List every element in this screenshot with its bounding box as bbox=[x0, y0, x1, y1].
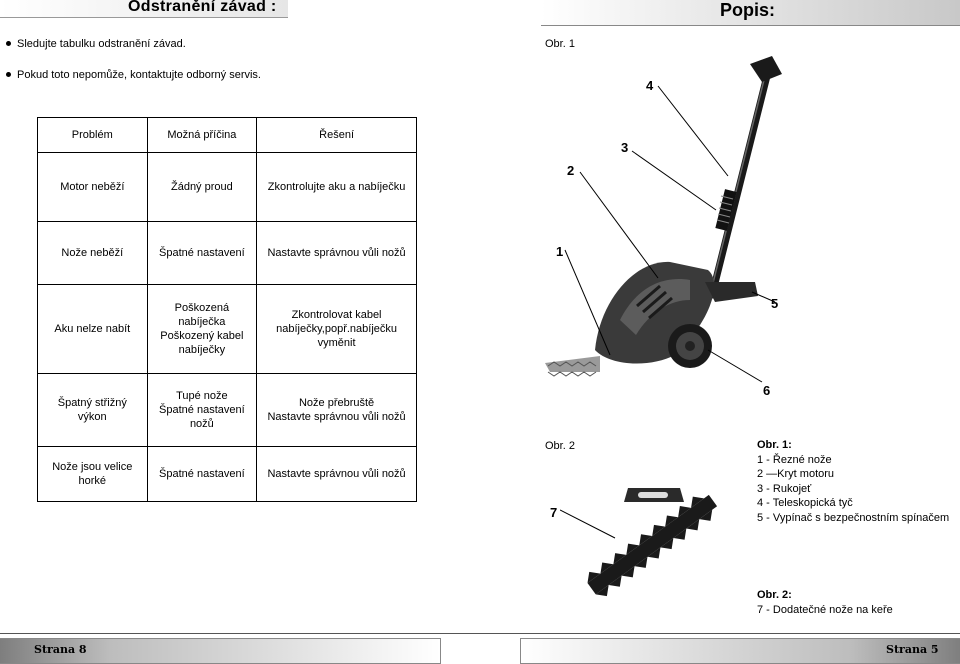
table-cell: Špatné nastavení bbox=[146, 221, 258, 285]
shrub-blade-illustration bbox=[560, 488, 718, 597]
legend-item: 1 - Řezné nože bbox=[757, 453, 832, 466]
legend-item: 7 - Dodatečné nože na keře bbox=[757, 603, 893, 616]
table-header-cell: Problém bbox=[37, 117, 148, 153]
table-cell: Nože jsou velice horké bbox=[37, 446, 148, 502]
table-cell: Špatný střižný výkon bbox=[37, 373, 148, 447]
callout-3: 3 bbox=[621, 140, 629, 155]
page-number-right: Strana 5 bbox=[886, 643, 939, 656]
table-cell: Motor neběží bbox=[37, 152, 148, 222]
legend-item: 3 - Rukojeť bbox=[757, 482, 812, 495]
table-row: Motor neběží Žádný proud Zkontrolujte ak… bbox=[37, 152, 417, 222]
legend-heading: Obr. 2: bbox=[757, 589, 792, 601]
page-title-left: Odstranění závad : bbox=[128, 0, 277, 15]
table-row: Špatný střižný výkon Tupé nože Špatné na… bbox=[37, 373, 417, 447]
left-header-bar bbox=[0, 0, 288, 18]
legend-item: 4 - Teleskopická tyč bbox=[757, 497, 853, 509]
legend-item: 5 - Vypínač s bezpečnostním spínačem bbox=[757, 511, 950, 524]
callout-2: 2 bbox=[567, 163, 575, 178]
table-cell: Nastavte správnou vůli nožů bbox=[256, 221, 417, 285]
bullet-item: Pokud toto nepomůže, kontaktujte odborný… bbox=[6, 69, 261, 81]
table-cell: Tupé nože Špatné nastavení nožů bbox=[146, 373, 258, 447]
table-row: Aku nelze nabít Poškozená nabíječka Pošk… bbox=[37, 284, 417, 374]
bullet-item: Sledujte tabulku odstranění závad. bbox=[6, 38, 186, 50]
troubleshooting-table: Problém Možná příčina Řešení Motor neběž… bbox=[37, 117, 417, 502]
table-cell: Žádný proud bbox=[146, 152, 258, 222]
table-cell: Nože neběží bbox=[37, 221, 148, 285]
table-row: Nože neběží Špatné nastavení Nastavte sp… bbox=[37, 221, 417, 285]
legend-figure-1: Obr. 1: 1 - Řezné nože 2 —Kryt motoru 3 … bbox=[757, 438, 949, 525]
figure-1-label: Obr. 1 bbox=[545, 38, 575, 50]
bullet-icon bbox=[6, 41, 11, 46]
shear-illustration bbox=[545, 56, 782, 383]
right-header-bar bbox=[541, 0, 960, 26]
table-cell: Zkontrolovat kabel nabíječky,popř.nabíje… bbox=[256, 284, 417, 374]
table-cell: Zkontrolujte aku a nabíječku bbox=[256, 152, 417, 222]
table-row: Nože jsou velice horké Špatné nastavení … bbox=[37, 446, 417, 502]
legend-heading: Obr. 1: bbox=[757, 439, 792, 451]
table-cell: Nože přebruště Nastavte správnou vůli no… bbox=[256, 373, 417, 447]
callout-7: 7 bbox=[550, 505, 558, 520]
callout-5: 5 bbox=[771, 296, 779, 311]
callout-4: 4 bbox=[646, 78, 654, 93]
table-cell: Poškozená nabíječka Poškozený kabel nabí… bbox=[146, 284, 258, 374]
table-header-row: Problém Možná příčina Řešení bbox=[37, 117, 417, 153]
legend-item: 2 —Kryt motoru bbox=[757, 468, 835, 480]
footer-bar-left bbox=[0, 638, 441, 664]
table-header-cell: Možná příčina bbox=[146, 117, 258, 153]
table-header-cell: Řešení bbox=[256, 117, 417, 153]
footer-divider bbox=[0, 633, 960, 634]
legend-figure-2: Obr. 2: 7 - Dodatečné nože na keře bbox=[757, 588, 893, 617]
figure-2-label: Obr. 2 bbox=[545, 440, 575, 452]
table-cell: Aku nelze nabít bbox=[37, 284, 148, 374]
page-number-left: Strana 8 bbox=[34, 643, 87, 656]
callout-1: 1 bbox=[556, 244, 564, 259]
table-cell: Špatné nastavení bbox=[146, 446, 258, 502]
bullet-icon bbox=[6, 72, 11, 77]
table-cell: Nastavte správnou vůli nožů bbox=[256, 446, 417, 502]
page-title-right: Popis: bbox=[720, 0, 776, 20]
callout-6: 6 bbox=[763, 383, 771, 398]
